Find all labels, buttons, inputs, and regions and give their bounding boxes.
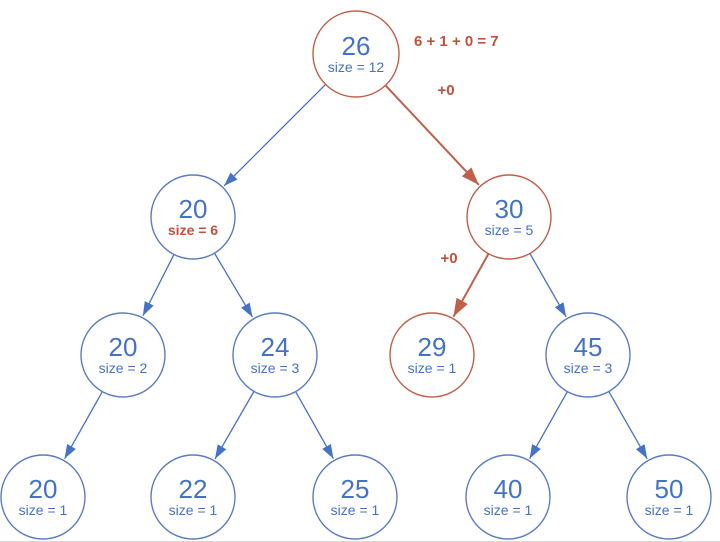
node-circle	[466, 174, 552, 260]
node-value: 22	[179, 474, 208, 504]
edge-n30-n45	[529, 253, 567, 318]
edge-n24-n25	[295, 391, 334, 459]
node-value: 25	[341, 474, 370, 504]
node-size-label: size = 3	[251, 360, 300, 376]
edge-n20-n24	[213, 252, 254, 318]
node-value: 20	[179, 194, 208, 224]
edge-n20-n20b	[142, 254, 175, 317]
edge-n45-n40	[529, 391, 568, 459]
node-circle	[312, 10, 400, 98]
rank-formula: 6 + 1 + 0 = 7	[414, 33, 499, 50]
node-size-label: size = 1	[169, 502, 218, 518]
node-value: 29	[418, 332, 447, 362]
node-value: 40	[494, 474, 523, 504]
node-circle	[232, 312, 318, 398]
node-size-label: size = 1	[408, 360, 457, 376]
node-value: 20	[29, 474, 58, 504]
edge-label-30-29: +0	[440, 250, 457, 267]
node-value: 20	[109, 332, 138, 362]
node-size-label: size = 1	[484, 502, 533, 518]
edge-n24-n22	[214, 391, 255, 460]
edge-n26-n30	[384, 84, 480, 186]
node-value: 50	[655, 474, 684, 504]
node-value: 24	[261, 332, 290, 362]
node-circle	[150, 454, 236, 540]
edge-label-26-30: +0	[437, 82, 454, 99]
node-size-label: size = 2	[99, 360, 148, 376]
node-circle	[465, 454, 551, 540]
node-circle	[150, 174, 236, 260]
node-circle	[0, 454, 86, 540]
node-size-label: size = 12	[328, 59, 385, 75]
node-size-label: size = 3	[564, 360, 613, 376]
edge-n20b-n20c	[64, 391, 103, 459]
node-circle	[626, 454, 712, 540]
node-value: 30	[495, 194, 524, 224]
node-circle	[389, 312, 475, 398]
node-size-label: size = 5	[485, 222, 534, 238]
node-size-label: size = 1	[19, 502, 68, 518]
edge-n30-n29	[452, 253, 490, 318]
edge-n26-n20	[223, 83, 327, 187]
edge-n45-n50	[608, 391, 648, 460]
node-size-label: size = 1	[331, 502, 380, 518]
edges-layer	[64, 83, 648, 460]
node-value: 45	[574, 332, 603, 362]
node-value: 26	[342, 31, 371, 61]
node-circle	[80, 312, 166, 398]
node-circle	[312, 454, 398, 540]
node-circle	[545, 312, 631, 398]
node-size-label: size = 1	[645, 502, 694, 518]
node-size-label: size = 6	[168, 222, 218, 238]
